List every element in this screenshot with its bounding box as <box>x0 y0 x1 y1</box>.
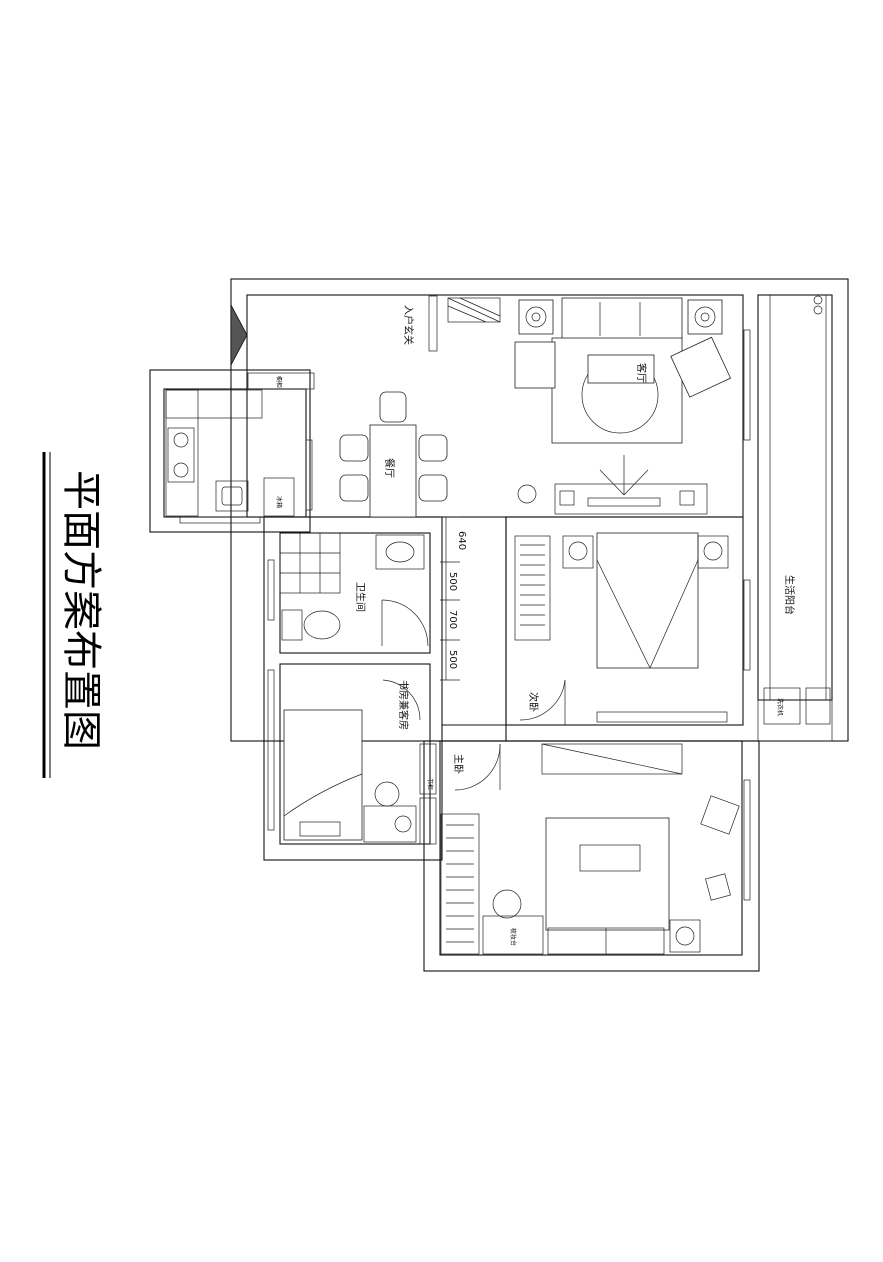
dim-3: 700 <box>447 610 458 629</box>
label-dresser: 梳妆台 <box>509 928 517 946</box>
entrance-area <box>230 295 501 390</box>
label-bathroom: 卫生间 <box>354 582 367 612</box>
dining-room <box>339 391 448 518</box>
label-bookcase: 书柜 <box>426 778 434 790</box>
plan-title: 平面方案布置图 <box>58 470 104 750</box>
living-room <box>514 297 732 515</box>
study-room <box>283 679 437 845</box>
dimension-labels: 640 500 700 500 <box>447 531 467 669</box>
room-labels: 入户玄关 客厅 餐厅 卫生间 生活阳台 次卧 书房兼客房 主卧 <box>354 305 796 774</box>
label-second-bedroom: 次卧 <box>527 692 540 712</box>
dim-1: 640 <box>456 531 467 550</box>
second-bedroom-furniture <box>514 532 729 725</box>
fixture-labels: 橱柜 冰箱 洗衣机 书柜 梳妆台 <box>275 376 784 946</box>
dimension-chain <box>440 516 460 681</box>
label-fridge: 冰箱 <box>275 496 283 508</box>
label-master-bedroom: 主卧 <box>452 754 465 774</box>
master-bedroom-furniture <box>440 743 740 955</box>
label-living: 客厅 <box>635 363 648 383</box>
bathroom <box>279 532 429 647</box>
label-balcony: 生活阳台 <box>783 575 796 615</box>
label-dining: 餐厅 <box>383 458 396 478</box>
windows <box>179 329 751 901</box>
label-study-guest: 书房兼客房 <box>397 680 410 730</box>
label-cabinet: 橱柜 <box>275 376 283 388</box>
label-entrance: 入户玄关 <box>402 305 415 345</box>
balcony-fixtures <box>763 295 831 725</box>
outer-walls <box>149 278 849 972</box>
label-washer: 洗衣机 <box>776 698 784 716</box>
kitchen <box>165 389 295 517</box>
dim-2: 500 <box>447 572 458 591</box>
title-block: 平面方案布置图 <box>42 452 104 778</box>
dim-4: 500 <box>447 650 458 669</box>
